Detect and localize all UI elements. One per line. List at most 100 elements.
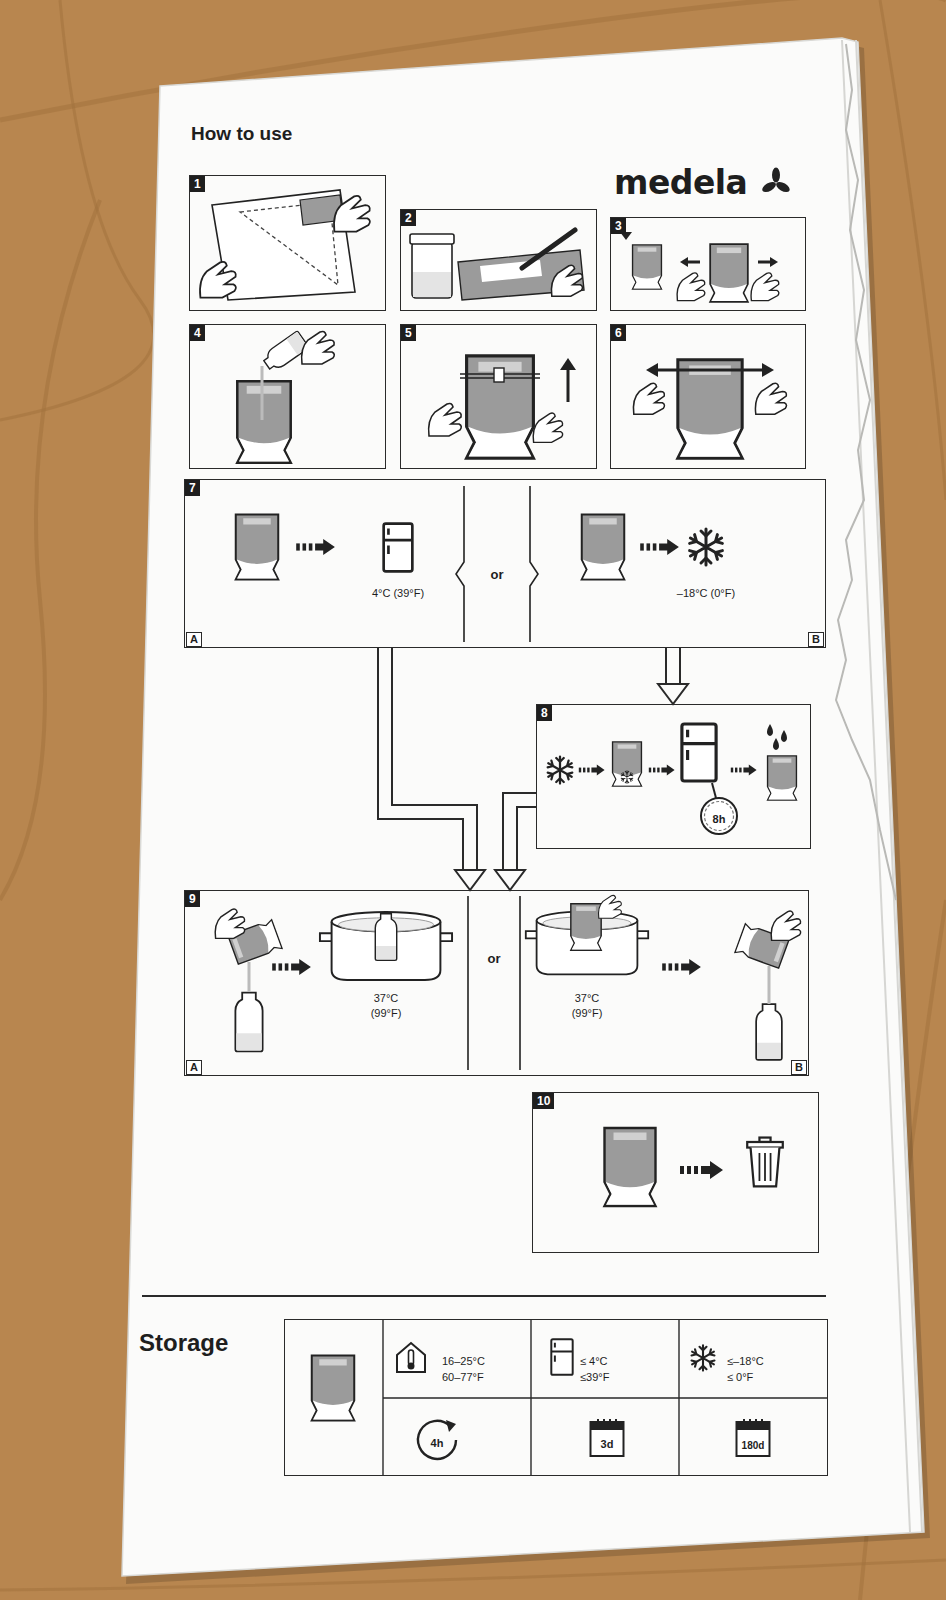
pouch (678, 360, 742, 458)
step-badge: 1 (190, 176, 205, 192)
grain-line (880, 0, 946, 500)
clock (701, 798, 737, 834)
value-label: (99°F) (371, 1007, 402, 1020)
label-slot: 3d (601, 1434, 614, 1452)
value-label: 180d (742, 1440, 765, 1452)
step3-art (620, 232, 779, 302)
hand (751, 273, 779, 301)
label-slot: 4°C (39°F) (372, 583, 424, 601)
step-panel: 9 (184, 890, 809, 1076)
label-slot: –18°C (0°F) (677, 583, 735, 601)
arrow-channel-outline (510, 800, 536, 871)
fridge (682, 724, 716, 781)
step-number: 3 (611, 218, 805, 234)
bottle (235, 993, 262, 1052)
option-letter: A (186, 632, 202, 647)
logo-mark (761, 168, 792, 195)
value-label: 8h (713, 813, 726, 826)
logo-petal (774, 180, 791, 194)
step-panel: 7 (184, 479, 826, 648)
fridge (551, 1339, 572, 1375)
bottle (756, 1004, 782, 1060)
label-slot: ≤ 0°F (727, 1367, 753, 1385)
value-label: ≤–18°C (727, 1355, 764, 1368)
value-label: 37°C (575, 992, 600, 1005)
label-slot: medela (614, 163, 747, 203)
hand (334, 196, 370, 232)
step-arrow (662, 959, 701, 975)
pouch (237, 381, 290, 463)
storage-art (312, 1319, 828, 1476)
up-arrow (567, 368, 570, 402)
step4-art (237, 331, 334, 463)
label-slot: 37°C (575, 988, 600, 1006)
label-slot: B (808, 629, 824, 647)
arrow-channel (667, 648, 679, 685)
zip-slider (494, 368, 504, 382)
hand (429, 403, 462, 436)
value-label: or (488, 951, 501, 967)
jar-milk (413, 272, 451, 297)
step-number: 1 (190, 176, 385, 192)
pouch (312, 1356, 355, 1421)
label-slot: 4h (431, 1433, 444, 1451)
clock-ring (705, 802, 734, 831)
step-number: 6 (611, 325, 805, 341)
pointer (712, 783, 716, 798)
label-slot: 8h (713, 809, 726, 827)
section-heading: Storage (139, 1329, 228, 1358)
step-panel: 3 (610, 217, 806, 311)
step-arrow (680, 1161, 723, 1179)
arrow-head (680, 257, 688, 267)
calendar (737, 1419, 770, 1456)
arrow-head (770, 257, 778, 267)
snowflake (548, 757, 573, 784)
step-arrow (296, 539, 335, 555)
option-letter: B (808, 632, 824, 647)
label-slot: B (791, 1057, 807, 1075)
label-slot: 37°C (374, 988, 399, 1006)
step-arrow (579, 765, 605, 776)
arrow-head (646, 363, 658, 377)
value-label: (99°F) (572, 1007, 603, 1020)
trash-can (747, 1138, 783, 1187)
step-badge: 2 (401, 210, 416, 226)
divider-rule (142, 1295, 826, 1297)
pouch (467, 356, 534, 458)
hand (302, 331, 335, 364)
storage-bag (122, 38, 924, 1576)
jar-lid (410, 234, 454, 244)
snowflake (621, 771, 632, 784)
hand (633, 383, 664, 414)
milk-stream (261, 366, 264, 420)
arrow-channel-outline (665, 648, 681, 685)
cycle-arrow (418, 1421, 456, 1459)
pouch (582, 515, 625, 580)
label-slot: 60–77°F (442, 1367, 484, 1385)
seal-arrow (656, 369, 764, 372)
option-letter: B (791, 1060, 807, 1075)
logo-petal (772, 168, 780, 183)
grain-line (0, 0, 154, 420)
drop (767, 724, 787, 750)
label-slot: ≤ 4°C (580, 1351, 608, 1369)
arrow-head (658, 684, 688, 704)
value-label: 60–77°F (442, 1371, 484, 1384)
value-label: ≤ 0°F (727, 1371, 753, 1384)
label-slot: or (491, 565, 504, 583)
value-label: or (491, 567, 504, 583)
milk-stream (768, 966, 771, 1004)
arrow-head (495, 870, 525, 890)
arrow-head (762, 363, 774, 377)
pouch (768, 756, 797, 800)
storage-table: Storage (284, 1319, 828, 1476)
value-label: ≤ 4°C (580, 1355, 608, 1368)
step-panel: 5 (400, 324, 597, 469)
step-number: 10 (533, 1093, 818, 1109)
or-divider (468, 896, 520, 1070)
hand (755, 383, 786, 414)
step-panel: 2 (400, 209, 597, 311)
step5-art (429, 356, 576, 458)
